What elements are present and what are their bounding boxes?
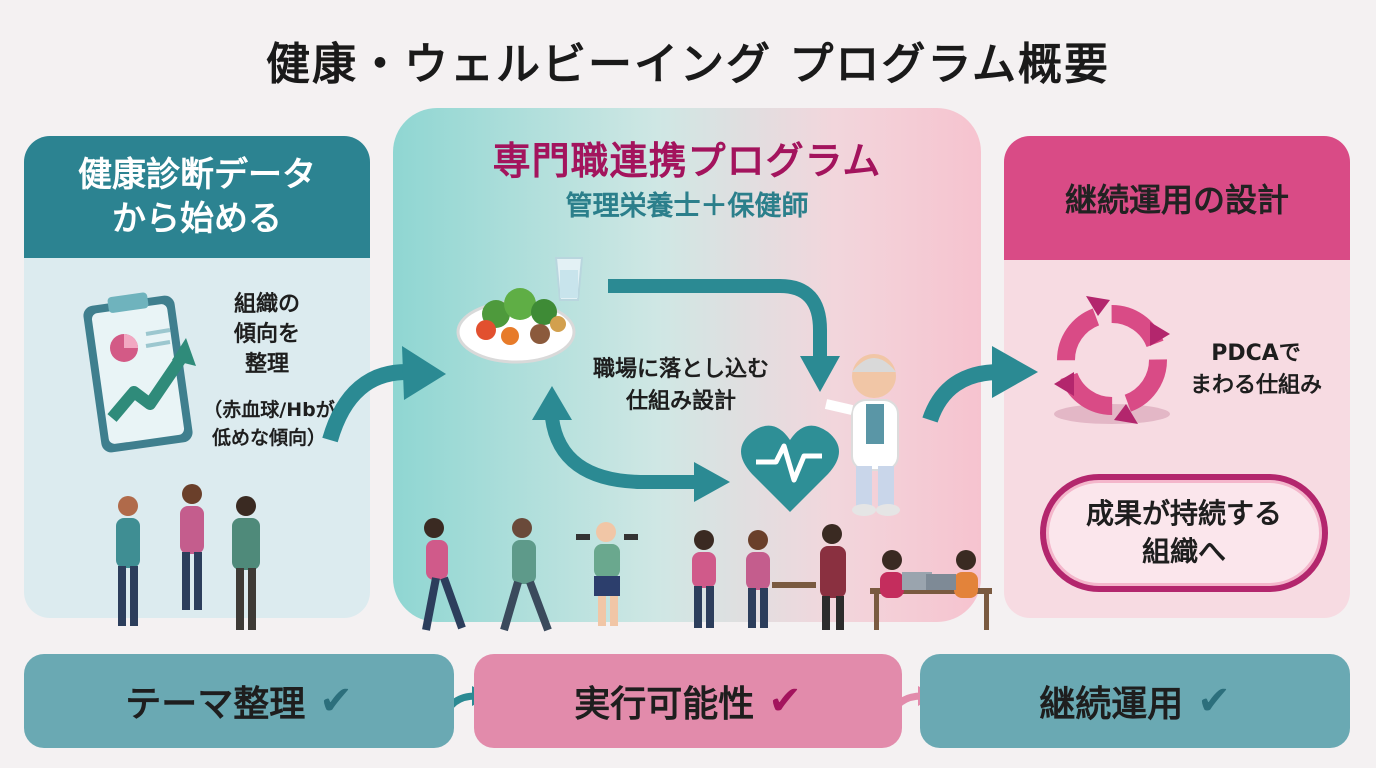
pill-label: 実行可能性 [574, 684, 755, 725]
operation-card-heading: 継続運用の設計 [1004, 136, 1350, 260]
doctor-icon [824, 354, 900, 516]
program-title: 専門職連携プログラム [492, 139, 882, 183]
theme-organize-pill: テーマ整理 ✔ [24, 654, 454, 748]
pill-label: テーマ整理 [125, 684, 306, 725]
arrow-down-right [608, 279, 827, 360]
data-card: 健康診断データ から始める [24, 136, 370, 618]
data-card-heading: 健康診断データ から始める [24, 136, 370, 258]
outcome-badge: 成果が持続する 組織へ [1040, 474, 1328, 592]
workplace-design-text: 職場に落とし込む 仕組み設計 [592, 357, 769, 414]
arrow-center-to-right [922, 364, 1001, 423]
food-plate-icon [456, 288, 576, 364]
pdca-text: PDCAで まわる仕組み [1189, 341, 1322, 398]
people-icon [422, 518, 992, 632]
arrow-left-to-center [322, 363, 411, 443]
program-subtitle: 管理栄養士＋保健師 [565, 191, 809, 222]
page-title: 健康・ウェルビーイング プログラム概要 [266, 39, 1110, 90]
cycle-arrows-icon [1054, 296, 1170, 424]
check-icon: ✔ [768, 678, 802, 724]
check-icon: ✔ [319, 678, 353, 724]
pill-label: 継続運用 [1039, 684, 1184, 725]
people-icon [116, 484, 260, 630]
organize-trend-text: 組織の 傾向を 整理 [233, 292, 300, 377]
heart-pulse-icon [741, 425, 839, 512]
arrow-loop [545, 416, 700, 489]
feasibility-pill: 実行可能性 ✔ [474, 654, 902, 748]
continuous-operation-pill: 継続運用 ✔ [920, 654, 1350, 748]
hb-trend-note: （赤血球/Hbが 低めな傾向） [203, 399, 335, 449]
clipboard-chart-icon [83, 292, 196, 453]
water-glass-icon [554, 257, 584, 301]
check-icon: ✔ [1197, 678, 1231, 724]
